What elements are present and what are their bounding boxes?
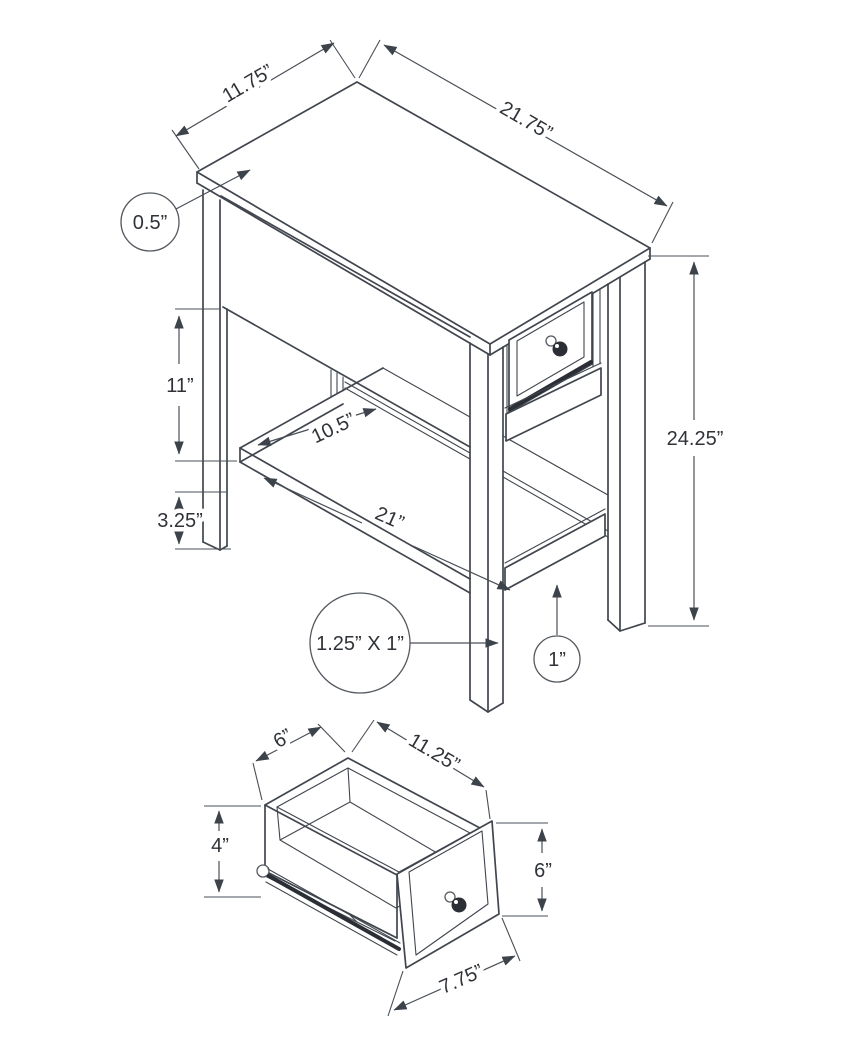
drawer-inner-depth-label: 6”	[270, 725, 296, 753]
dim-overall-height: 24.25”	[648, 255, 728, 627]
shelf-depth-label: 10.5”	[308, 409, 359, 448]
dim-drawer-front-height: 6”	[496, 822, 556, 917]
drawer-front-width-label: 7.75”	[436, 960, 487, 999]
dim-drawer-side-height: 4”	[204, 805, 261, 898]
drawer-front-height-label: 6”	[534, 860, 552, 882]
drawer-knob	[451, 897, 467, 913]
left-leg	[202, 189, 228, 551]
opening-height-label: 11”	[166, 375, 193, 397]
table-top-width-label: 11.75”	[219, 60, 278, 107]
rail-thickness-label: 1”	[548, 649, 566, 671]
leg-size-label: 1.25” X 1”	[316, 633, 404, 655]
drawer-front	[504, 288, 606, 591]
back-leg	[330, 369, 344, 398]
dim-shelf-clearance: 3.25”	[153, 491, 231, 550]
drawer-knob-ring	[444, 891, 456, 903]
drawer-knob-ring	[545, 335, 557, 347]
callout-leg-size: 1.25” X 1”	[309, 592, 499, 694]
shelf-length-label: 21”	[372, 503, 407, 535]
shelf-clearance-label: 3.25”	[157, 510, 203, 532]
drawer-slide-rail	[256, 864, 401, 956]
table-top-length-label: 21.75”	[496, 97, 556, 144]
dim-opening-height: 11”	[162, 308, 237, 462]
bottom-rail	[504, 513, 606, 591]
side-apron	[220, 195, 471, 448]
front-leg	[469, 342, 504, 713]
drawer-drawing: 6” 11.25” 4” 6”	[204, 719, 556, 1017]
drawer-side-height-label: 4”	[211, 835, 229, 857]
table-top-thickness-label: 0.5”	[133, 212, 167, 234]
drawer-knob	[552, 341, 568, 357]
drawer-length-label: 11.25”	[405, 729, 464, 776]
right-leg	[607, 261, 646, 632]
callout-rail-thickness: 1”	[533, 584, 581, 683]
overall-height-label: 24.25”	[667, 428, 724, 450]
dim-shelf-length: 21”	[263, 477, 511, 591]
table-drawing: 11.75” 21.75” 0.5” 11”	[120, 39, 728, 713]
callout-top-thickness: 0.5”	[120, 169, 251, 252]
under-drawer-rail	[505, 367, 602, 442]
drawer-front-panel	[396, 820, 500, 969]
